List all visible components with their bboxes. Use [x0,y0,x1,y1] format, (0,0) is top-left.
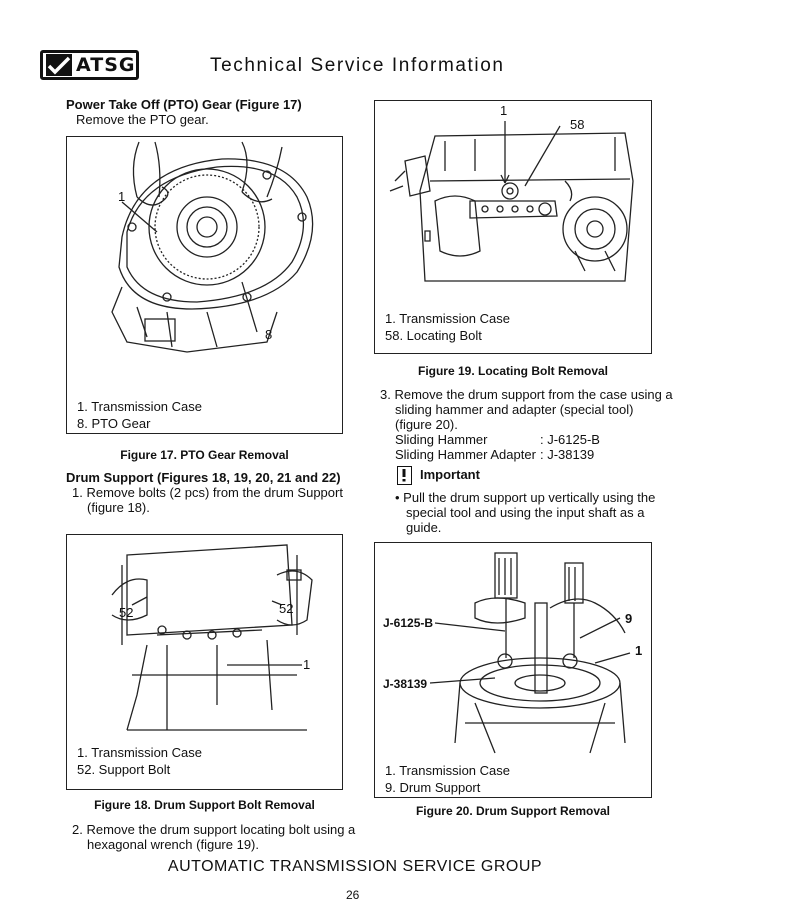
fig20-legend-item: 9. Drum Support [385,779,481,795]
fig19-callout-1: 1 [500,103,508,118]
fig17-legend-item: 1. Transmission Case [77,399,202,414]
footer-org: AUTOMATIC TRANSMISSION SERVICE GROUP [167,858,543,875]
figure-17-frame: 1 8 1. Transmission Case 8. PTO Gear [66,136,343,434]
fig19-legend-item: 58. Locating Bolt [385,327,482,343]
fig18-callout-1: 1 [303,657,311,672]
fig20-callout-9: 9 [625,611,633,626]
header-title: Technical Service Information [210,55,505,76]
locating-bolt-illustration [389,121,634,282]
fig20-callout-j38139: J-38139 [383,677,428,691]
bullet-line3: guide. [406,520,442,535]
fig18-callout-52-right: 52 [279,601,294,616]
figure-18-frame: 52 52 1 1. Transmission Case 52. Support… [66,534,343,790]
checkmark-logo-icon [46,54,72,76]
drum-support-bolt-illustration [111,544,313,731]
important-icon [397,466,412,485]
drum-heading: Drum Support (Figures 18, 19, 20, 21 and… [66,470,341,485]
pto-heading: Power Take Off (PTO) Gear (Figure 17) [66,97,302,112]
pto-gear-illustration [111,141,314,353]
figure-19-frame: 1 58 1. Transmission Case 58. Locating B… [374,100,652,354]
figure-18-caption: Figure 18. Drum Support Bolt Removal [94,798,315,812]
fig17-callout-1: 1 [118,189,126,204]
tool-name: Sliding Hammer [395,432,488,447]
step3-line3: (figure 20). [395,417,458,432]
fig20-callout-j6125b: J-6125-B [383,616,434,630]
step2-line1: 2. Remove the drum support locating bolt… [72,822,356,837]
atsg-logo: ATSG [40,50,139,80]
bullet-line2: special tool and using the input shaft a… [406,505,645,520]
drum-support-removal-illustration [429,552,631,754]
figure-20-frame: J-6125-B J-38139 9 1 1. Transmission Cas… [374,542,652,798]
tool-code: : J-6125-B [540,432,600,447]
figure-19-caption: Figure 19. Locating Bolt Removal [417,364,609,378]
page-number: 26 [346,888,360,902]
tool-code: : J-38139 [540,447,595,462]
fig17-callout-8: 8 [265,327,273,342]
fig18-callout-52-left: 52 [119,605,134,620]
tool-name: Sliding Hammer Adapter [395,447,536,462]
tool-row: Sliding Hammer Adapter : J-38139 [395,447,594,463]
step2-line2: hexagonal wrench (figure 19). [87,837,259,852]
tool-row: Sliding Hammer : J-6125-B [395,432,600,448]
bullet-line1: • Pull the drum support up vertically us… [395,490,656,505]
pto-text: Remove the PTO gear. [76,112,209,127]
figure-20-caption: Figure 20. Drum Support Removal [415,804,611,818]
step3-line1: 3. Remove the drum support from the case… [380,387,673,402]
fig20-legend-item: 1. Transmission Case [385,763,510,778]
drum-step1-line2: (figure 18). [87,500,150,515]
step3-line2: sliding hammer and adapter (special tool… [395,402,634,417]
fig19-legend-item: 1. Transmission Case [385,311,510,326]
fig18-legend-item: 1. Transmission Case [77,745,202,760]
fig19-callout-58: 58 [570,117,585,132]
figure-17-caption: Figure 17. PTO Gear Removal [120,448,289,462]
fig20-callout-1: 1 [635,643,643,658]
fig17-legend-item: 8. PTO Gear [77,415,151,431]
logo-text: ATSG [76,54,136,76]
important-label: Important [420,467,480,482]
fig18-legend-item: 52. Support Bolt [77,761,171,777]
drum-step1-line1: 1. Remove bolts (2 pcs) from the drum Su… [72,485,343,500]
